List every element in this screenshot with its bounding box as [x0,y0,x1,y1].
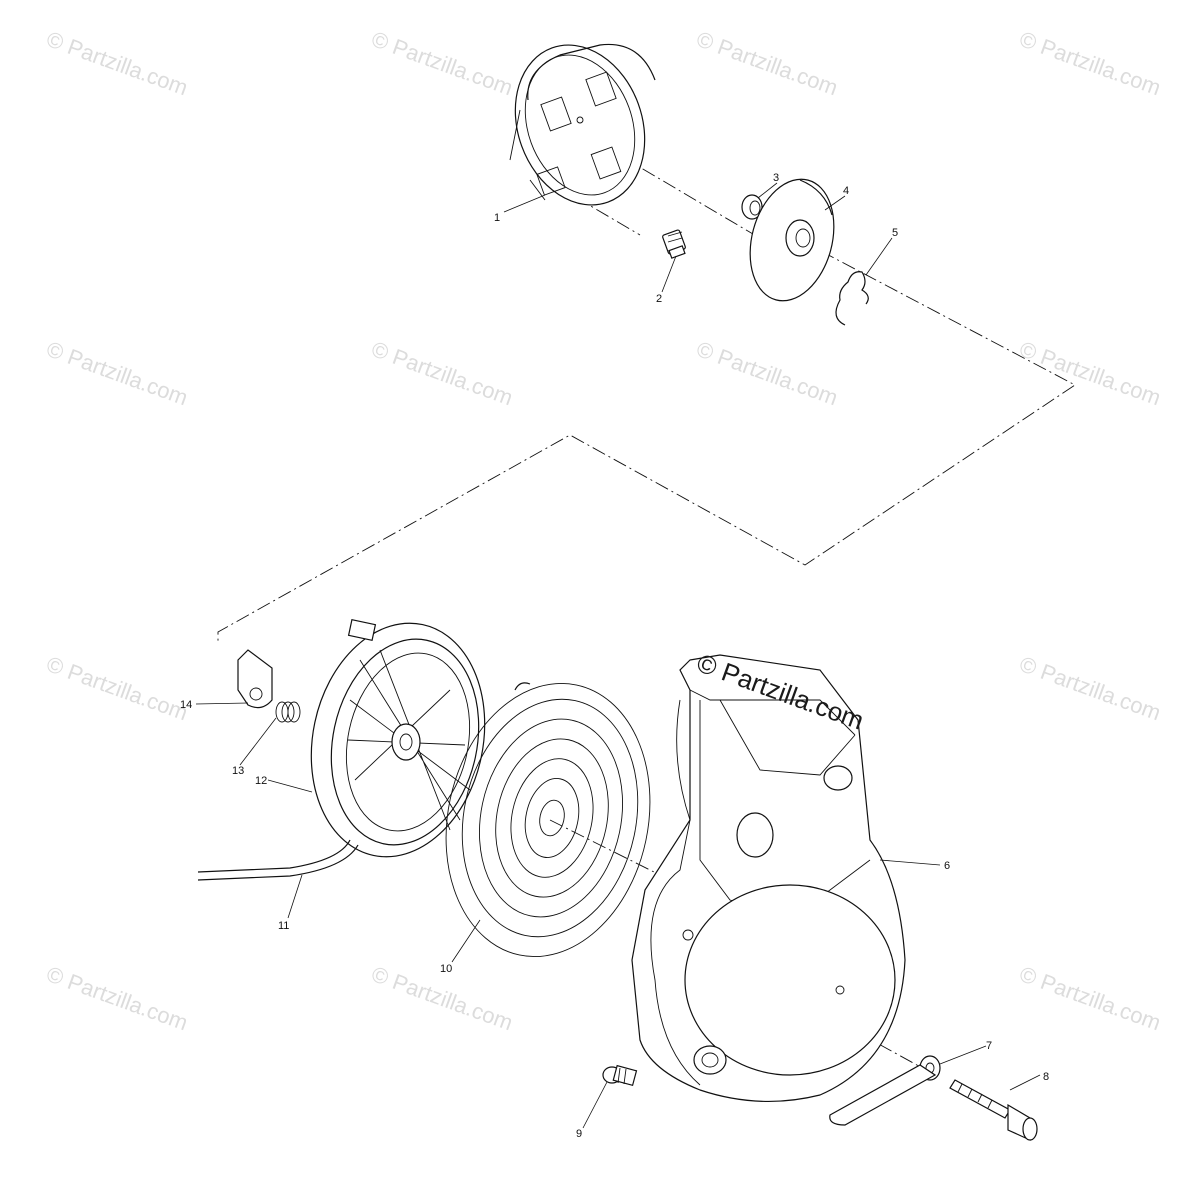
callout-4: 4 [843,185,849,197]
part-14-pawl [237,649,273,709]
part-12-pulley [310,618,486,858]
part-10-recoil-spring [445,682,651,958]
part-7-washer-strap [829,1055,941,1126]
callout-14: 14 [180,699,192,711]
callout-labels: 1 2 3 4 5 6 7 8 9 10 11 12 13 14 [180,172,1049,1140]
part-13-small-spring [275,701,301,723]
callout-6: 6 [944,860,950,872]
part-4-ratchet-hub [749,178,835,302]
part-2-bolt [662,229,686,259]
leader-lines [195,182,1041,1129]
callout-11: 11 [278,920,289,932]
callout-12: 12 [255,775,267,787]
watermark: © Partzilla.com [43,336,191,410]
part-1-starter-cup [509,43,656,206]
callout-13: 13 [232,765,244,777]
watermark: © Partzilla.com [693,26,841,100]
watermark: © Partzilla.com [43,26,191,100]
watermark: © Partzilla.com [1016,26,1164,100]
callout-5: 5 [892,227,898,239]
callout-1: 1 [494,212,500,224]
part-11-rope [197,839,359,881]
watermark: © Partzilla.com [43,651,191,725]
callout-7: 7 [986,1040,992,1052]
watermark: © Partzilla.com [368,26,516,100]
part-5-spring-clip [835,271,869,326]
watermark: © Partzilla.com [1016,651,1164,725]
part-6-starter-housing [631,654,906,1103]
watermark: © Partzilla.com [1016,961,1164,1035]
watermark: © Partzilla.com [368,336,516,410]
callout-2: 2 [656,293,662,305]
axis-line-zigzag [217,239,1076,642]
watermark: © Partzilla.com [43,961,191,1035]
part-9-plug [602,1064,638,1087]
callout-9: 9 [576,1128,582,1140]
callout-3: 3 [773,172,779,184]
callout-10: 10 [440,963,452,975]
watermark: © Partzilla.com [693,336,841,410]
part-8-long-bolt [949,1079,1038,1141]
axis-line-cup-to-bolt [554,184,641,236]
watermark: © Partzilla.com [1016,336,1164,410]
callout-8: 8 [1043,1071,1049,1083]
